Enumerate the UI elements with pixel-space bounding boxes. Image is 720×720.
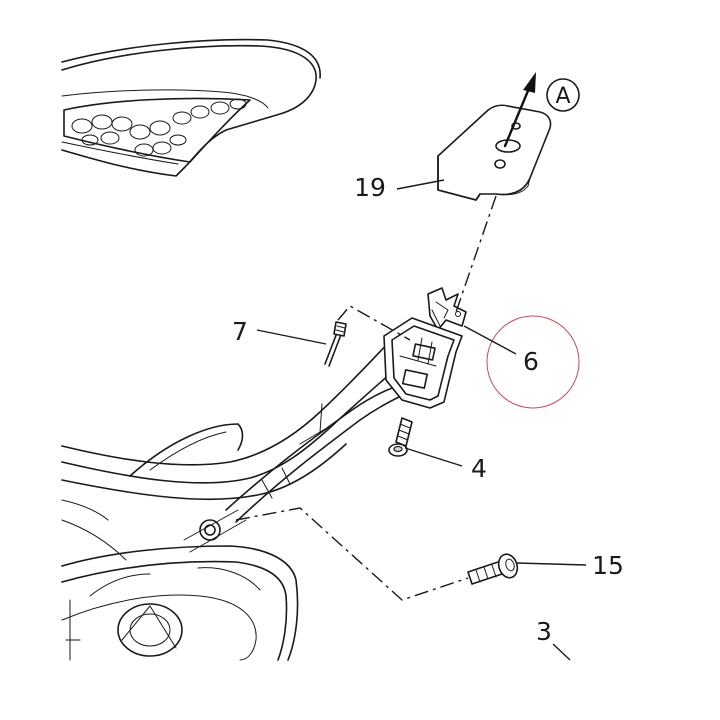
rear-frame-subframe [61, 317, 463, 553]
callout-4-label: 4 [471, 454, 487, 483]
view-a-letter: A [555, 84, 570, 109]
callout-6-highlight-circle [486, 315, 580, 409]
callout-6-label: 6 [523, 347, 539, 376]
part-19-bracket-plate [437, 104, 552, 201]
view-a-reference-circle: A [546, 78, 580, 112]
view-a-arrow [503, 72, 536, 148]
callout-7-label: 7 [232, 317, 248, 346]
part-4-screw [388, 417, 413, 457]
callout-15-label: 15 [592, 551, 624, 580]
part-6-clip-nut [427, 287, 467, 331]
part-7-pin [324, 321, 347, 367]
callout-3-label: 3 [536, 617, 552, 646]
lower-light-housing [61, 499, 299, 661]
led-lens-cells [71, 98, 247, 157]
tail-light-assembly [61, 38, 321, 177]
leader-lines [256, 179, 587, 661]
assembly-center-lines [235, 195, 497, 601]
part-15-bolt [467, 553, 519, 585]
callout-19-label: 19 [354, 173, 386, 202]
